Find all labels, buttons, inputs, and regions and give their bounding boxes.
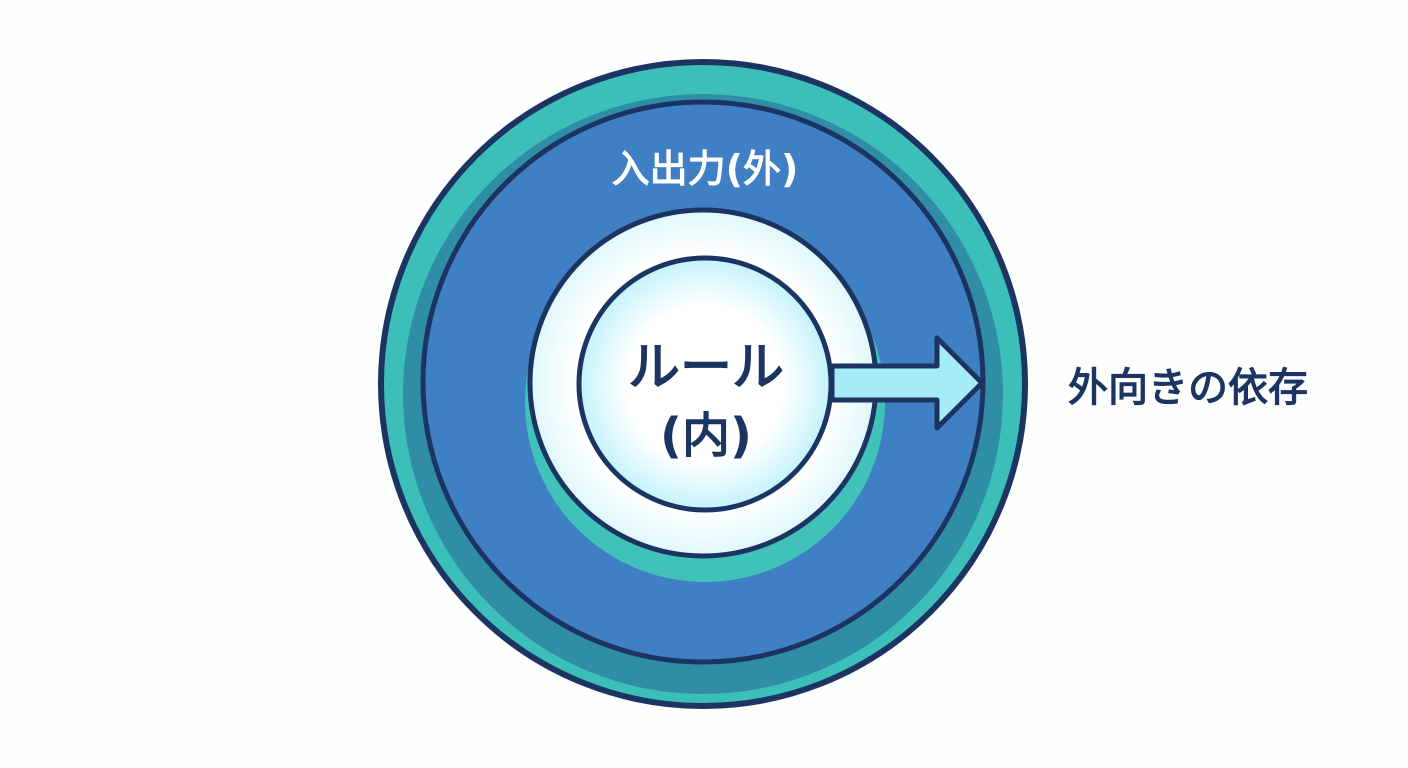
arrow-label: 外向きの依存 <box>1068 365 1308 411</box>
core-label-line2: (内) <box>660 408 752 464</box>
outward-dependency-arrow <box>829 335 985 431</box>
outer-layer-label: 入出力(外) <box>612 147 799 191</box>
core-label-line1: ルール <box>628 338 784 398</box>
